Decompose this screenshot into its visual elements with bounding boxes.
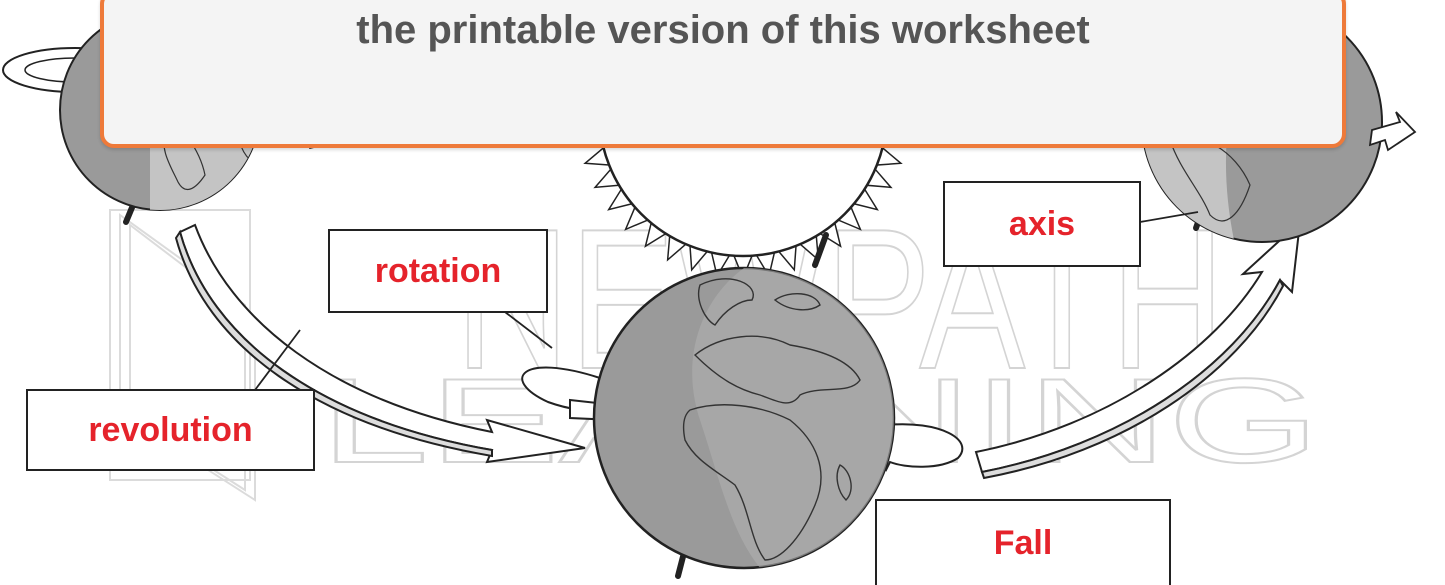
revolution-label: revolution (88, 411, 252, 450)
season-label-box: Fall (875, 499, 1171, 585)
rotation-label-box: rotation (328, 229, 548, 313)
axis-label-box: axis (943, 181, 1141, 267)
printable-version-banner[interactable]: the printable version of this worksheet (100, 0, 1346, 148)
revolution-label-box: revolution (26, 389, 315, 471)
rotation-label: rotation (375, 252, 502, 291)
axis-label: axis (1009, 205, 1075, 244)
season-label: Fall (994, 524, 1053, 563)
banner-text: the printable version of this worksheet (104, 8, 1342, 53)
